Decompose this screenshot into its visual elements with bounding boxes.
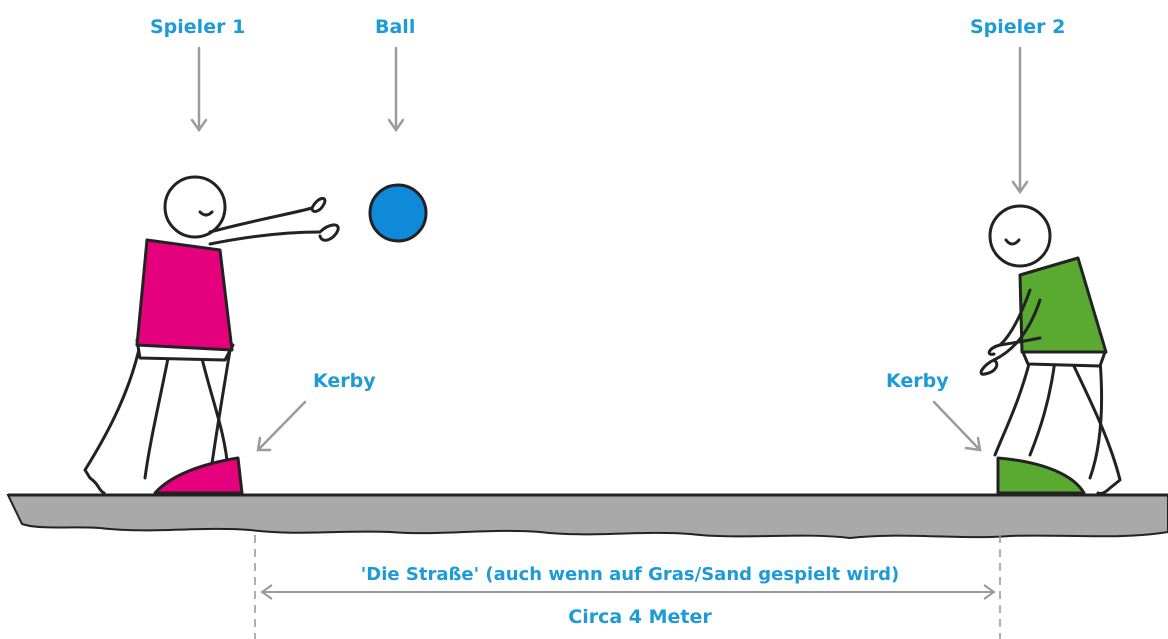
distance-caption: Circa 4 Meter [568,606,712,628]
player-2-label: Spieler 2 [970,16,1066,38]
kerby-left-label: Kerby [313,370,376,392]
street-caption: 'Die Straße' (auch wenn auf Gras/Sand ge… [360,564,900,585]
player-1-label: Spieler 1 [150,16,246,38]
pointer-arrows [190,46,1029,452]
player-1-figure [83,175,340,495]
kerby-right-label: Kerby [886,370,949,392]
kerb-left [153,456,244,495]
kerb-right [996,456,1086,495]
distance-marker [254,535,1001,639]
ground [6,493,1168,540]
ball [368,183,428,243]
player-2-figure [979,204,1122,495]
ball-label: Ball [375,16,416,38]
